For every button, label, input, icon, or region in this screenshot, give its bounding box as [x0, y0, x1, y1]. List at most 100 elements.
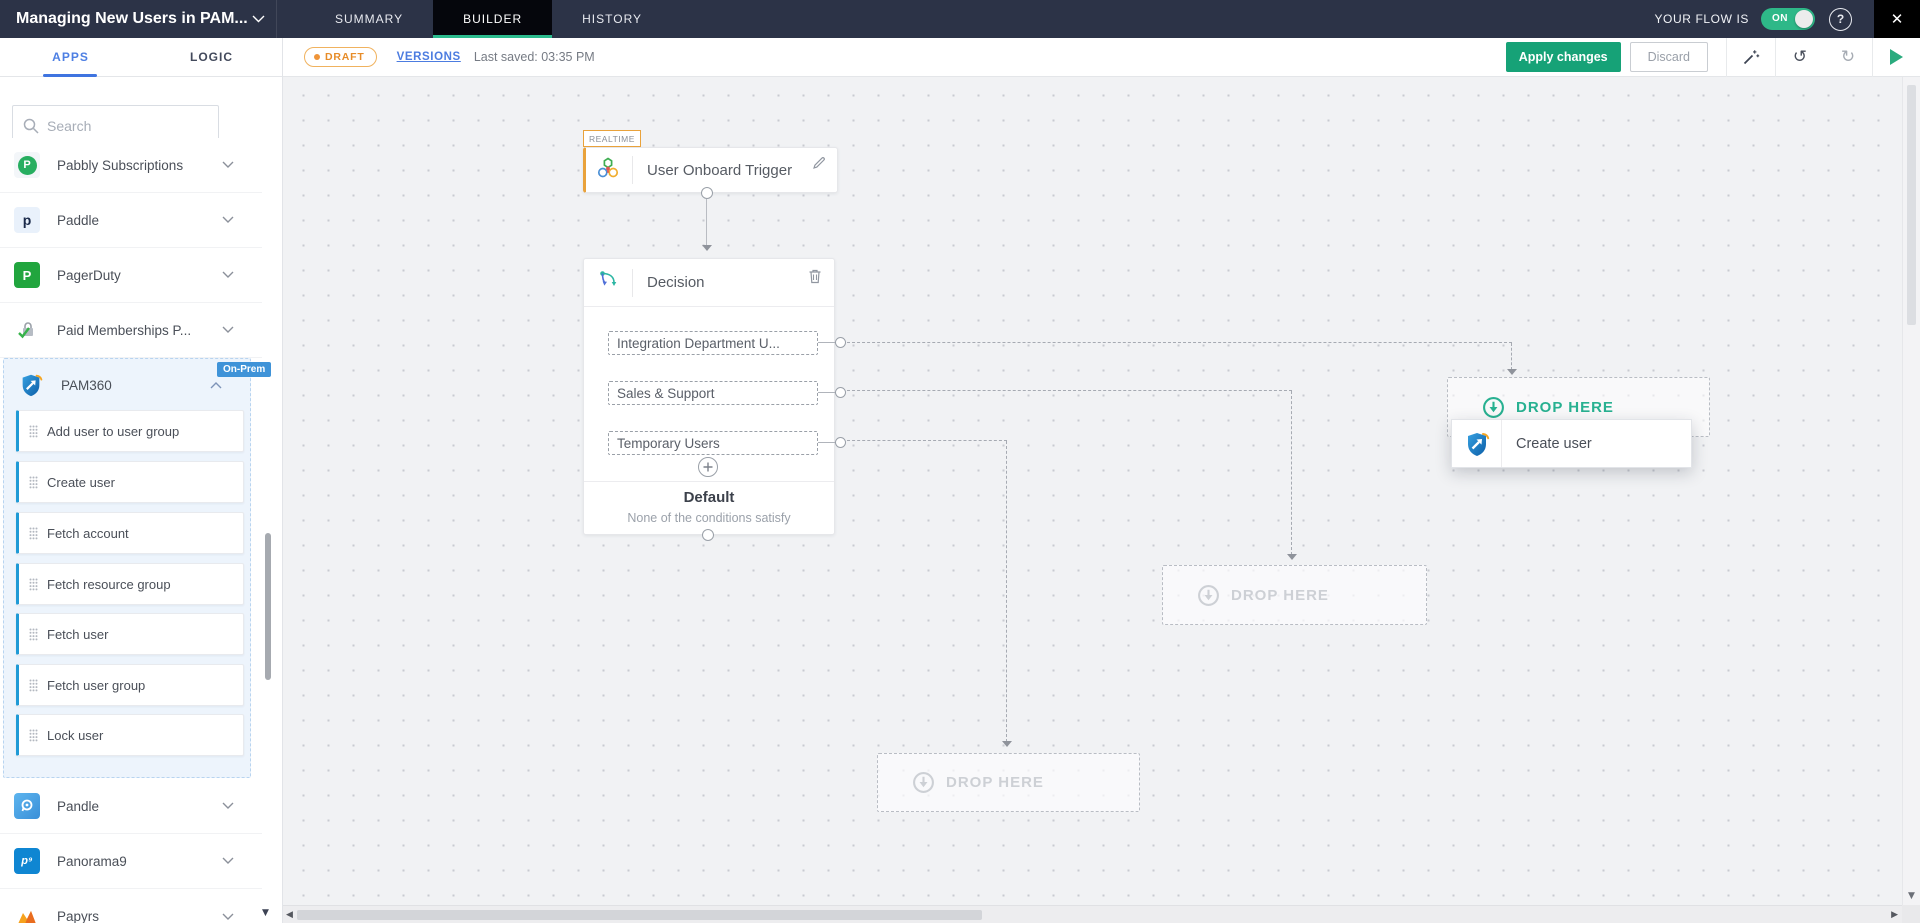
branch-stub-line	[818, 392, 837, 393]
branch-label: Integration Department U...	[617, 335, 780, 351]
pandle-icon	[14, 793, 40, 819]
flow-title-dropdown[interactable]: Managing New Users in PAM...	[0, 0, 277, 38]
chevron-down-icon[interactable]	[222, 216, 234, 224]
action-fetch-user[interactable]: Fetch user	[16, 613, 244, 655]
decision-node[interactable]: Decision Integration Department U... Sal…	[583, 258, 846, 541]
draft-dot-icon	[314, 54, 320, 60]
tab-history[interactable]: HISTORY	[552, 0, 672, 38]
chevron-down-icon[interactable]	[222, 913, 234, 921]
sidebar-item-panorama9[interactable]: p⁹ Panorama9	[0, 834, 262, 889]
branch-condition-1[interactable]: Integration Department U...	[608, 331, 818, 355]
action-lock-user[interactable]: Lock user	[16, 714, 244, 756]
drop-target-branch3[interactable]: DROP HERE	[877, 753, 1140, 812]
sidebar-tab-logic[interactable]: LOGIC	[141, 38, 282, 76]
sidebar-scrollbar-thumb[interactable]	[265, 533, 271, 680]
sidebar-item-pabbly-subscriptions[interactable]: P Pabbly Subscriptions	[0, 138, 262, 193]
chevron-down-icon[interactable]	[222, 161, 234, 169]
drag-handle-icon	[29, 527, 38, 539]
branch-output-port[interactable]	[835, 337, 846, 348]
sidebar-item-pandle[interactable]: Pandle	[0, 779, 262, 834]
connector-arrowhead	[1287, 554, 1297, 560]
connector-arrowhead	[702, 245, 712, 251]
versions-link[interactable]: VERSIONS	[396, 51, 461, 63]
toggle-knob	[1795, 10, 1813, 28]
sidebar-scroll-down-arrow[interactable]: ▼	[262, 908, 269, 918]
flow-canvas[interactable]: REALTIME User Onboard Trigger Decision I…	[283, 77, 1920, 923]
branch-condition-2[interactable]: Sales & Support	[608, 381, 818, 405]
pam360-icon	[18, 372, 44, 398]
action-add-user-to-user-group[interactable]: Add user to user group	[16, 410, 244, 452]
vertical-scrollbar-thumb[interactable]	[1907, 85, 1916, 325]
action-fetch-account[interactable]: Fetch account	[16, 512, 244, 554]
toggle-on-label: ON	[1772, 13, 1788, 24]
drag-handle-icon	[29, 476, 38, 488]
drop-arrow-circle-icon	[1483, 396, 1504, 418]
help-icon[interactable]: ?	[1829, 7, 1852, 31]
branch-output-port[interactable]	[835, 387, 846, 398]
flow-on-toggle[interactable]: ON	[1761, 8, 1815, 30]
tab-summary[interactable]: SUMMARY	[305, 0, 433, 38]
edit-pencil-icon[interactable]	[812, 155, 827, 175]
canvas-vertical-scrollbar[interactable]: ▼	[1902, 77, 1920, 905]
drop-here-label: DROP HERE	[1231, 586, 1329, 604]
sidebar-item-papyrs[interactable]: Papyrs	[0, 889, 262, 923]
apply-changes-button[interactable]: Apply changes	[1505, 42, 1621, 72]
action-fetch-resource-group[interactable]: Fetch resource group	[16, 563, 244, 605]
action-create-user[interactable]: Create user	[16, 461, 244, 503]
discard-button[interactable]: Discard	[1629, 42, 1708, 72]
apps-tab-label: APPS	[52, 50, 89, 64]
decision-header: Decision	[584, 259, 834, 307]
sidebar-item-paid-memberships-pro[interactable]: Paid Memberships P...	[0, 303, 262, 358]
magic-wand-icon[interactable]	[1727, 38, 1775, 77]
default-branch-title: Default	[683, 489, 735, 506]
sidebar-item-pagerduty[interactable]: P PagerDuty	[0, 248, 262, 303]
drop-target-branch2[interactable]: DROP HERE	[1162, 565, 1427, 625]
apps-sidebar: APPS LOGIC P Pabbly Subscriptions p Padd…	[0, 38, 283, 923]
draft-status-badge: DRAFT	[304, 47, 377, 67]
trigger-node[interactable]: User Onboard Trigger	[583, 147, 838, 193]
dragged-create-user-card[interactable]: Create user	[1451, 419, 1692, 468]
drop-here-label: DROP HERE	[1516, 398, 1614, 416]
default-branch-subtitle: None of the conditions satisfy	[627, 511, 791, 525]
action-fetch-user-group[interactable]: Fetch user group	[16, 664, 244, 706]
horizontal-scrollbar-thumb[interactable]	[297, 910, 982, 920]
drop-arrow-circle-icon	[1198, 584, 1219, 606]
branch3-connector-line	[847, 440, 1007, 441]
panorama9-icon: p⁹	[14, 848, 40, 874]
trash-icon[interactable]	[808, 268, 822, 289]
sidebar-item-paddle[interactable]: p Paddle	[0, 193, 262, 248]
default-output-port[interactable]	[702, 529, 714, 541]
canvas-horizontal-scrollbar[interactable]: ◀ ▶	[283, 905, 1902, 923]
test-run-play-button[interactable]	[1873, 38, 1920, 77]
sidebar-item-pam360[interactable]: PAM360	[4, 359, 250, 411]
scroll-right-arrow[interactable]: ▶	[1891, 910, 1898, 920]
branch-output-port[interactable]	[835, 437, 846, 448]
top-bar: Managing New Users in PAM... SUMMARY BUI…	[0, 0, 1920, 38]
redo-icon[interactable]: ↻	[1840, 46, 1856, 67]
scroll-left-arrow[interactable]: ◀	[286, 910, 293, 920]
scrollbar-corner	[1902, 905, 1920, 923]
branch-label: Sales & Support	[617, 385, 715, 401]
search-input[interactable]	[47, 117, 197, 134]
logic-tab-label: LOGIC	[190, 50, 233, 64]
branch-condition-3[interactable]: Temporary Users	[608, 431, 818, 455]
decision-branch-icon	[598, 269, 620, 296]
tab-builder[interactable]: BUILDER	[433, 0, 553, 38]
chevron-down-icon[interactable]	[222, 802, 234, 810]
chevron-up-icon[interactable]	[210, 381, 222, 389]
trigger-output-port[interactable]	[701, 187, 713, 199]
sidebar-tab-apps[interactable]: APPS	[0, 38, 141, 77]
undo-icon[interactable]: ↺	[1792, 46, 1808, 67]
tab-history-label: HISTORY	[582, 12, 643, 26]
tab-builder-label: BUILDER	[463, 12, 523, 26]
chevron-down-icon[interactable]	[222, 271, 234, 279]
builder-toolbar: DRAFT VERSIONS Last saved: 03:35 PM Appl…	[283, 37, 1920, 77]
chevron-down-icon[interactable]	[222, 326, 234, 334]
close-icon[interactable]: ✕	[1874, 0, 1920, 38]
add-branch-plus-icon[interactable]	[698, 457, 718, 477]
chevron-down-icon[interactable]	[222, 857, 234, 865]
app-name: Panorama9	[57, 853, 127, 869]
flow-title: Managing New Users in PAM...	[16, 10, 248, 27]
app-name: Pabbly Subscriptions	[57, 157, 184, 173]
scroll-down-arrow[interactable]: ▼	[1908, 891, 1915, 901]
